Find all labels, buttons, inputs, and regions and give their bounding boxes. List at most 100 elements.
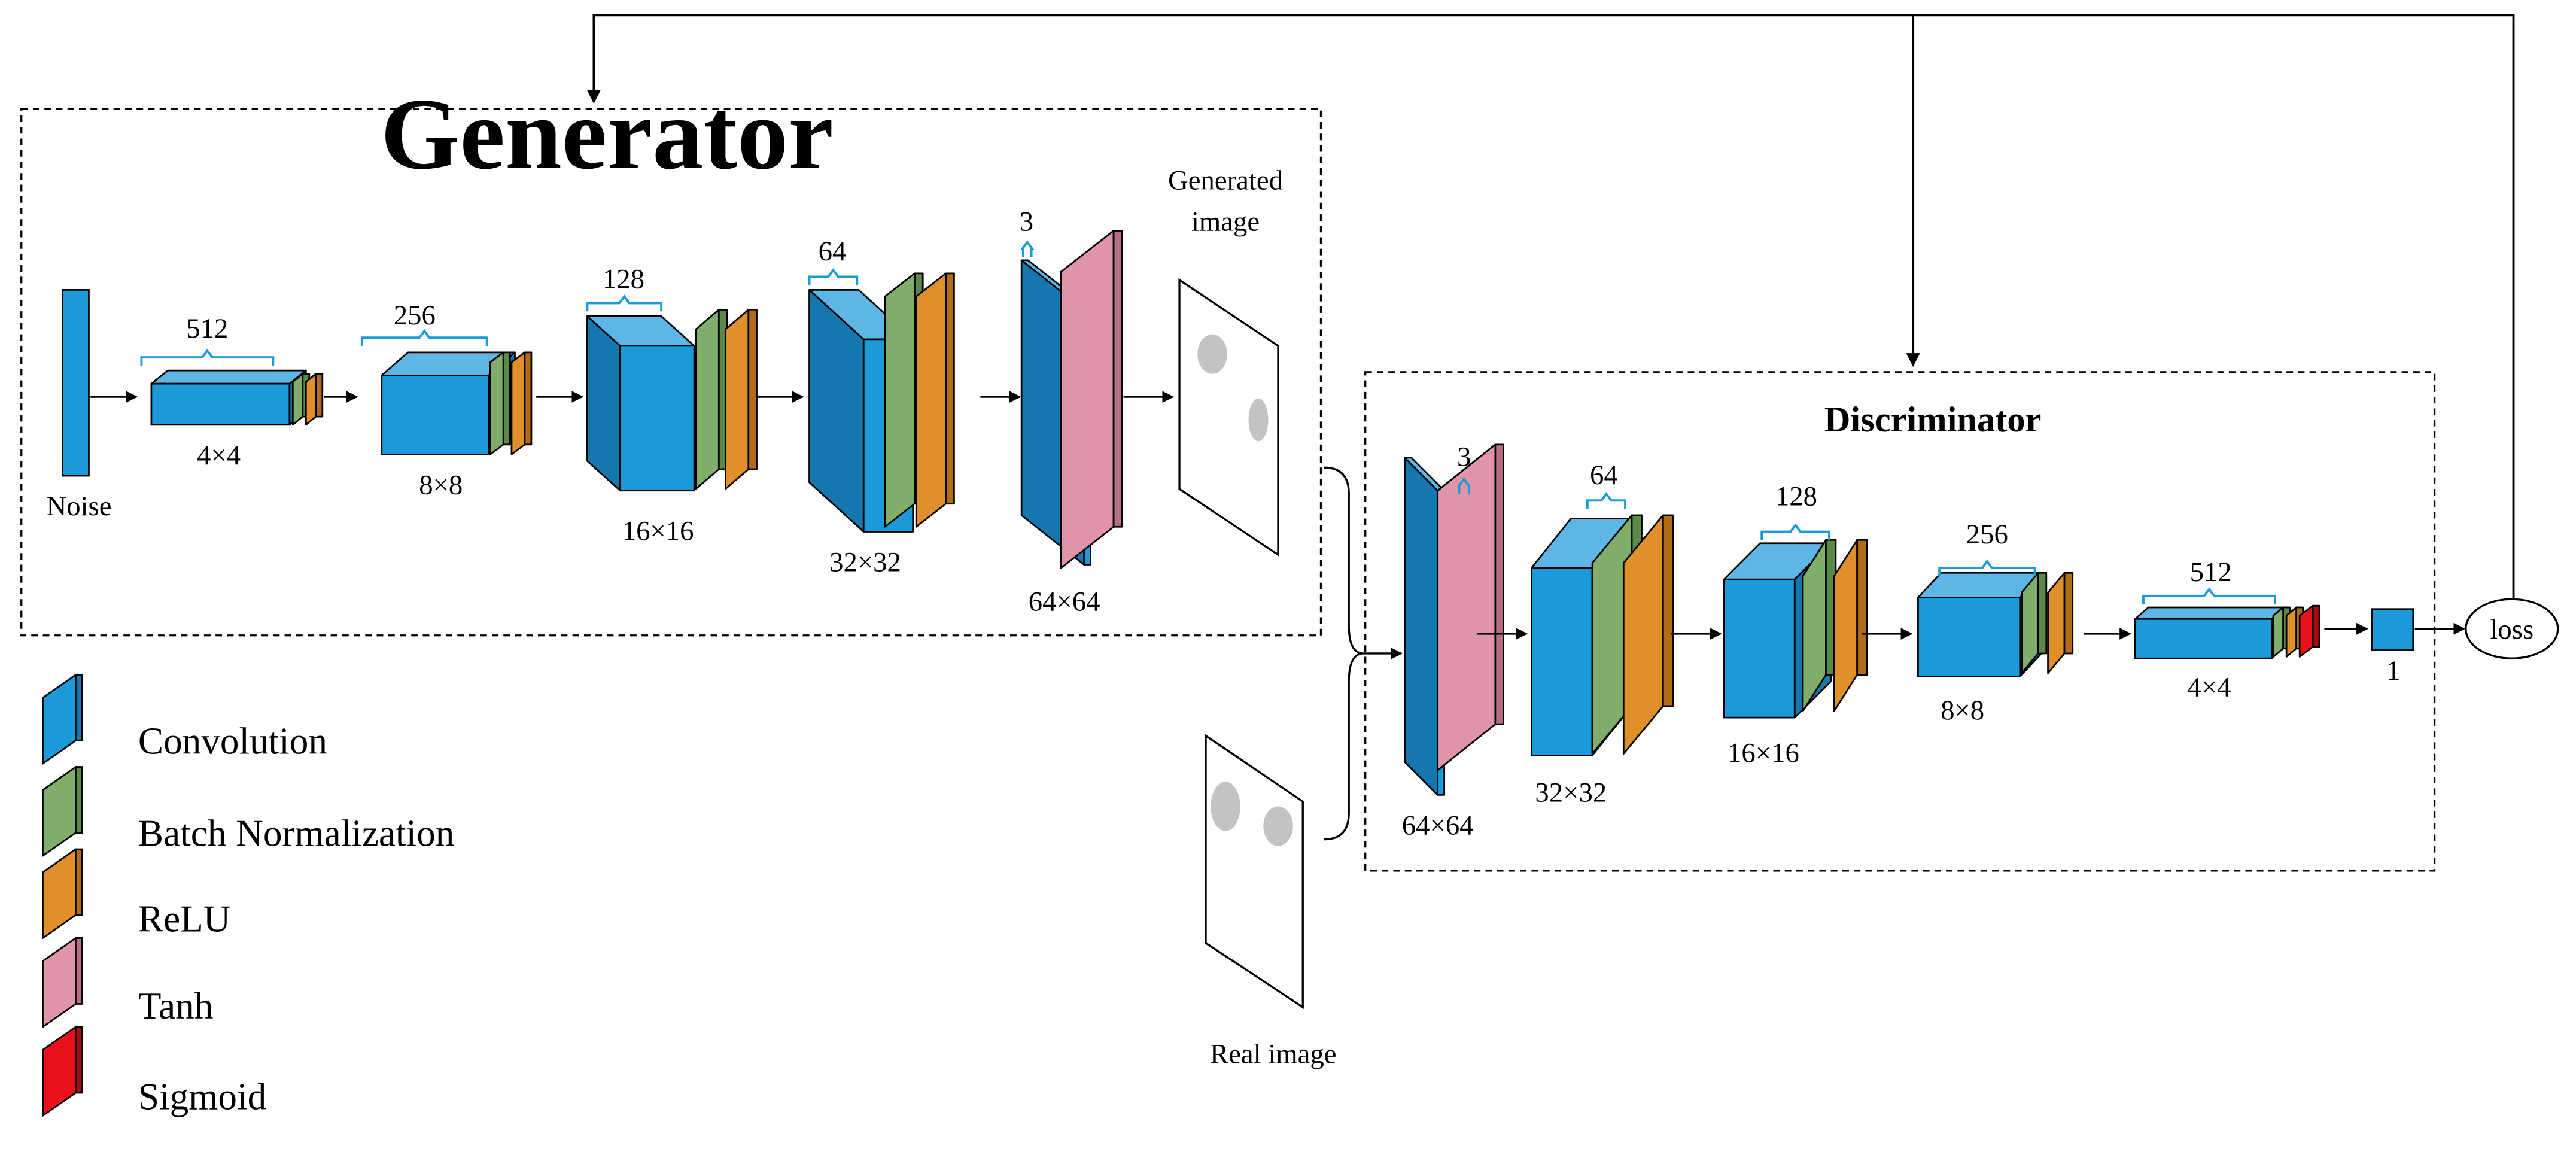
legend-label-tanh: Tanh: [138, 985, 213, 1027]
image-merge-bracket: [1324, 466, 1362, 841]
loss-node: [2465, 598, 2559, 659]
disc-block-2-relu-edge: [1662, 514, 1674, 707]
generated-image-label-line1: Generated: [1168, 165, 1283, 196]
gen-block-1-conv-top: [150, 369, 307, 385]
gen-block-5-tanh-face: [1060, 230, 1115, 569]
generated-image-blob-1: [1197, 334, 1227, 374]
noise-label: Noise: [46, 491, 111, 522]
gen-block-2-bn-face: [489, 351, 504, 455]
disc-block-2-size: 32×32: [1535, 777, 1607, 808]
feedback-line-top: [586, 14, 2515, 604]
gen-block-3-channels: 128: [603, 264, 644, 295]
legend-swatch-tanh-face: [42, 937, 77, 1028]
disc-block-1-conv-left: [1404, 457, 1439, 796]
disc-block-5-relu-face: [2285, 606, 2298, 658]
disc-block-3-channels: 128: [1775, 481, 1817, 512]
legend-swatch-relu-face: [42, 848, 77, 939]
gen-block-5-brace: [1020, 240, 1035, 257]
gen-block-1-conv-front: [150, 382, 291, 426]
legend-swatch-conv-edge: [75, 674, 83, 742]
disc-block-2-brace: [1586, 492, 1626, 509]
disc-block-1-brace: [1458, 477, 1470, 494]
gen-block-3-bn-face: [695, 309, 720, 490]
gen-block-4-channels: 64: [819, 236, 847, 267]
gen-block-4-relu-edge: [945, 272, 955, 505]
disc-block-4-relu-edge: [2063, 572, 2074, 655]
loss-label: loss: [2490, 614, 2534, 645]
disc-block-4-size: 8×8: [1941, 695, 1984, 726]
real-image-sheet: [1205, 734, 1304, 1010]
gen-block-4-size: 32×32: [829, 547, 901, 578]
disc-block-1-size: 64×64: [1402, 810, 1474, 841]
disc-block-3-brace: [1760, 523, 1830, 540]
legend-label-convolution: Convolution: [138, 721, 327, 762]
gen-block-2-relu-edge: [524, 351, 533, 446]
gen-block-4-bn-face: [884, 272, 916, 528]
gen-block-3-size: 16×16: [622, 515, 694, 546]
discriminator-title: Discriminator: [1824, 400, 2042, 440]
legend-label-relu: ReLU: [138, 898, 231, 940]
legend-swatch-conv-face: [42, 674, 77, 765]
gen-block-5-tanh-edge: [1112, 230, 1123, 528]
disc-block-3-relu-face: [1833, 539, 1859, 712]
layer-shapes: [42, 230, 2368, 1117]
gen-block-4-relu-face: [915, 272, 947, 528]
gen-block-2-size: 8×8: [419, 469, 463, 500]
noise-vector: [62, 289, 90, 477]
gen-block-1-size: 4×4: [197, 440, 241, 471]
legend-swatch-bn-face: [42, 766, 77, 857]
gen-block-3-relu-edge: [747, 309, 758, 470]
gen-block-1-bn-face: [291, 373, 304, 426]
gen-block-1-brace: [140, 348, 275, 366]
disc-block-2-channels: 64: [1590, 460, 1618, 491]
disc-block-5-sigmoid-edge: [2312, 604, 2320, 648]
disc-block-5-brace: [2142, 587, 2276, 604]
legend-swatch-tanh-edge: [75, 937, 83, 1005]
generator-title: Generator: [381, 77, 834, 190]
legend-swatch-sigmoid-edge: [75, 1026, 83, 1094]
discriminator-output-unit: [2371, 608, 2414, 651]
disc-block-4-brace: [1938, 559, 2036, 576]
generated-image-blob-2: [1248, 398, 1269, 442]
discriminator-output-label: 1: [2386, 655, 2400, 686]
gen-block-2-relu-face: [510, 351, 526, 455]
generated-image: [1178, 278, 1279, 557]
disc-block-1-channels: 3: [1457, 442, 1471, 473]
disc-block-5-sigmoid-face: [2298, 604, 2314, 658]
legend-swatch-sigmoid-face: [42, 1026, 77, 1117]
real-image-blob-1: [1211, 782, 1240, 831]
disc-block-3-size: 16×16: [1728, 737, 1799, 768]
gen-block-3-brace: [586, 294, 663, 312]
gen-block-1-channels: 512: [186, 313, 228, 344]
gen-block-1-relu-edge: [315, 373, 324, 418]
real-image-label: Real image: [1210, 1038, 1336, 1069]
disc-block-1-tanh-face: [1437, 443, 1497, 771]
gen-block-5-channels: 3: [1020, 206, 1033, 237]
gen-block-4-brace: [808, 268, 859, 285]
disc-block-2-conv-front: [1530, 567, 1593, 756]
gen-block-2-conv-front: [381, 374, 489, 455]
legend-label-batch-normalization: Batch Normalization: [138, 813, 454, 855]
disc-block-5-channels: 512: [2190, 557, 2232, 588]
disc-block-5-conv-top: [2134, 606, 2286, 620]
real-image-blob-2: [1263, 806, 1293, 846]
real-image: [1205, 734, 1304, 1010]
discriminator-frame: [1364, 371, 2436, 872]
disc-block-4-bn-edge: [2037, 572, 2048, 655]
gen-block-2-brace: [360, 329, 488, 346]
disc-block-5-conv-front: [2134, 618, 2273, 659]
disc-block-1-tanh-edge: [1494, 443, 1504, 725]
legend-swatch-relu-edge: [75, 848, 83, 916]
gen-block-2-bn-edge: [502, 351, 511, 446]
gen-block-3-conv-front: [619, 345, 695, 492]
disc-block-5-size: 4×4: [2187, 671, 2231, 703]
generated-image-label-line2: image: [1191, 206, 1260, 237]
legend-label-sigmoid: Sigmoid: [138, 1075, 266, 1117]
gen-block-2-channels: 256: [394, 300, 436, 331]
disc-block-3-conv-front: [1723, 578, 1796, 719]
gen-block-1-relu-face: [305, 373, 317, 426]
disc-block-4-channels: 256: [1966, 519, 2008, 550]
disc-block-3-relu-edge: [1856, 539, 1868, 676]
